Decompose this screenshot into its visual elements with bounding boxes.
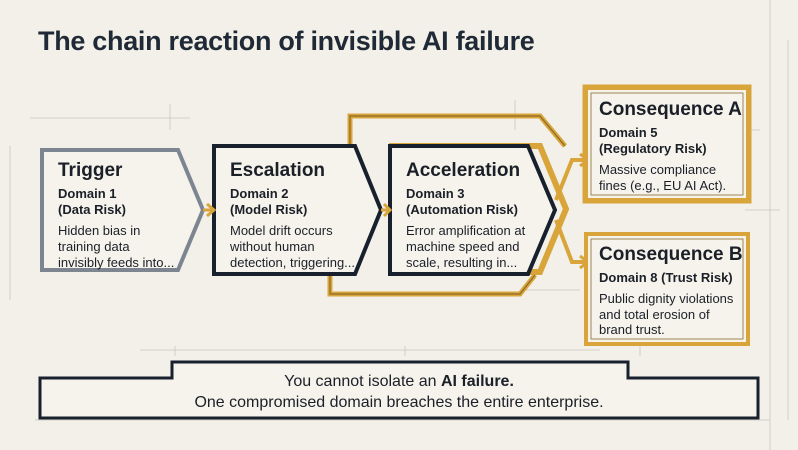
loop-arrow-top xyxy=(347,113,567,148)
consequence-a-box xyxy=(584,86,750,202)
consequence-title: Consequence B xyxy=(599,244,743,265)
stage-domain-type: (Automation Risk) xyxy=(406,202,518,218)
stage-title: Escalation xyxy=(230,160,326,181)
stage-domain: Domain 3 xyxy=(406,185,465,201)
footer-frame xyxy=(38,360,760,420)
stage-domain: Domain 2 xyxy=(230,185,289,201)
stage-domain: Domain 1 xyxy=(58,185,117,201)
consequence-description: Massive compliance fines (e.g., EU AI Ac… xyxy=(599,162,727,193)
consequence-domain: Domain 5 xyxy=(599,124,658,140)
consequence-title: Consequence A xyxy=(599,99,742,120)
stage-domain-type: (Model Risk) xyxy=(230,202,308,218)
consequence-b: Consequence B Domain 8 (Trust Risk) Publ… xyxy=(599,244,745,338)
acceleration-chevron xyxy=(388,144,558,276)
stage-domain-type: (Data Risk) xyxy=(58,202,126,218)
consequence-b-box xyxy=(584,232,750,346)
trigger-chevron xyxy=(40,148,206,272)
consequence-domain-type: (Regulatory Risk) xyxy=(599,141,707,157)
stage-escalation: Escalation Domain 2 (Model Risk) Model d… xyxy=(230,160,370,270)
consequence-description: Public dignity violations and total eros… xyxy=(599,291,734,338)
branch-arrow-b xyxy=(554,219,586,264)
page-title: The chain reaction of invisible AI failu… xyxy=(38,26,535,56)
guide-lines xyxy=(9,0,789,450)
stage-description: Error amplification at machine speed and… xyxy=(406,223,526,270)
consequence-a: Consequence A Domain 5 (Regulatory Risk)… xyxy=(599,99,745,194)
branch-arrow-a xyxy=(554,158,586,201)
escalation-chevron xyxy=(212,144,384,276)
stage-title: Trigger xyxy=(58,160,123,181)
footer-line-1: You cannot isolate an AI failure. xyxy=(284,373,514,390)
stage-trigger: Trigger Domain 1 (Data Risk) Hidden bias… xyxy=(58,160,188,270)
stage-title: Acceleration xyxy=(406,160,521,181)
connector-arrows xyxy=(203,202,393,218)
stage-description: Hidden bias in training data invisibly f… xyxy=(58,223,175,270)
consequence-domain: Domain 8 (Trust Risk) xyxy=(599,269,733,285)
footer-message: You cannot isolate an AI failure. One co… xyxy=(40,372,758,414)
stage-acceleration: Acceleration Domain 3 (Automation Risk) … xyxy=(406,160,546,270)
footer-line-2: One compromised domain breaches the enti… xyxy=(194,393,604,411)
stage-description: Model drift occurs without human detecti… xyxy=(230,223,356,270)
